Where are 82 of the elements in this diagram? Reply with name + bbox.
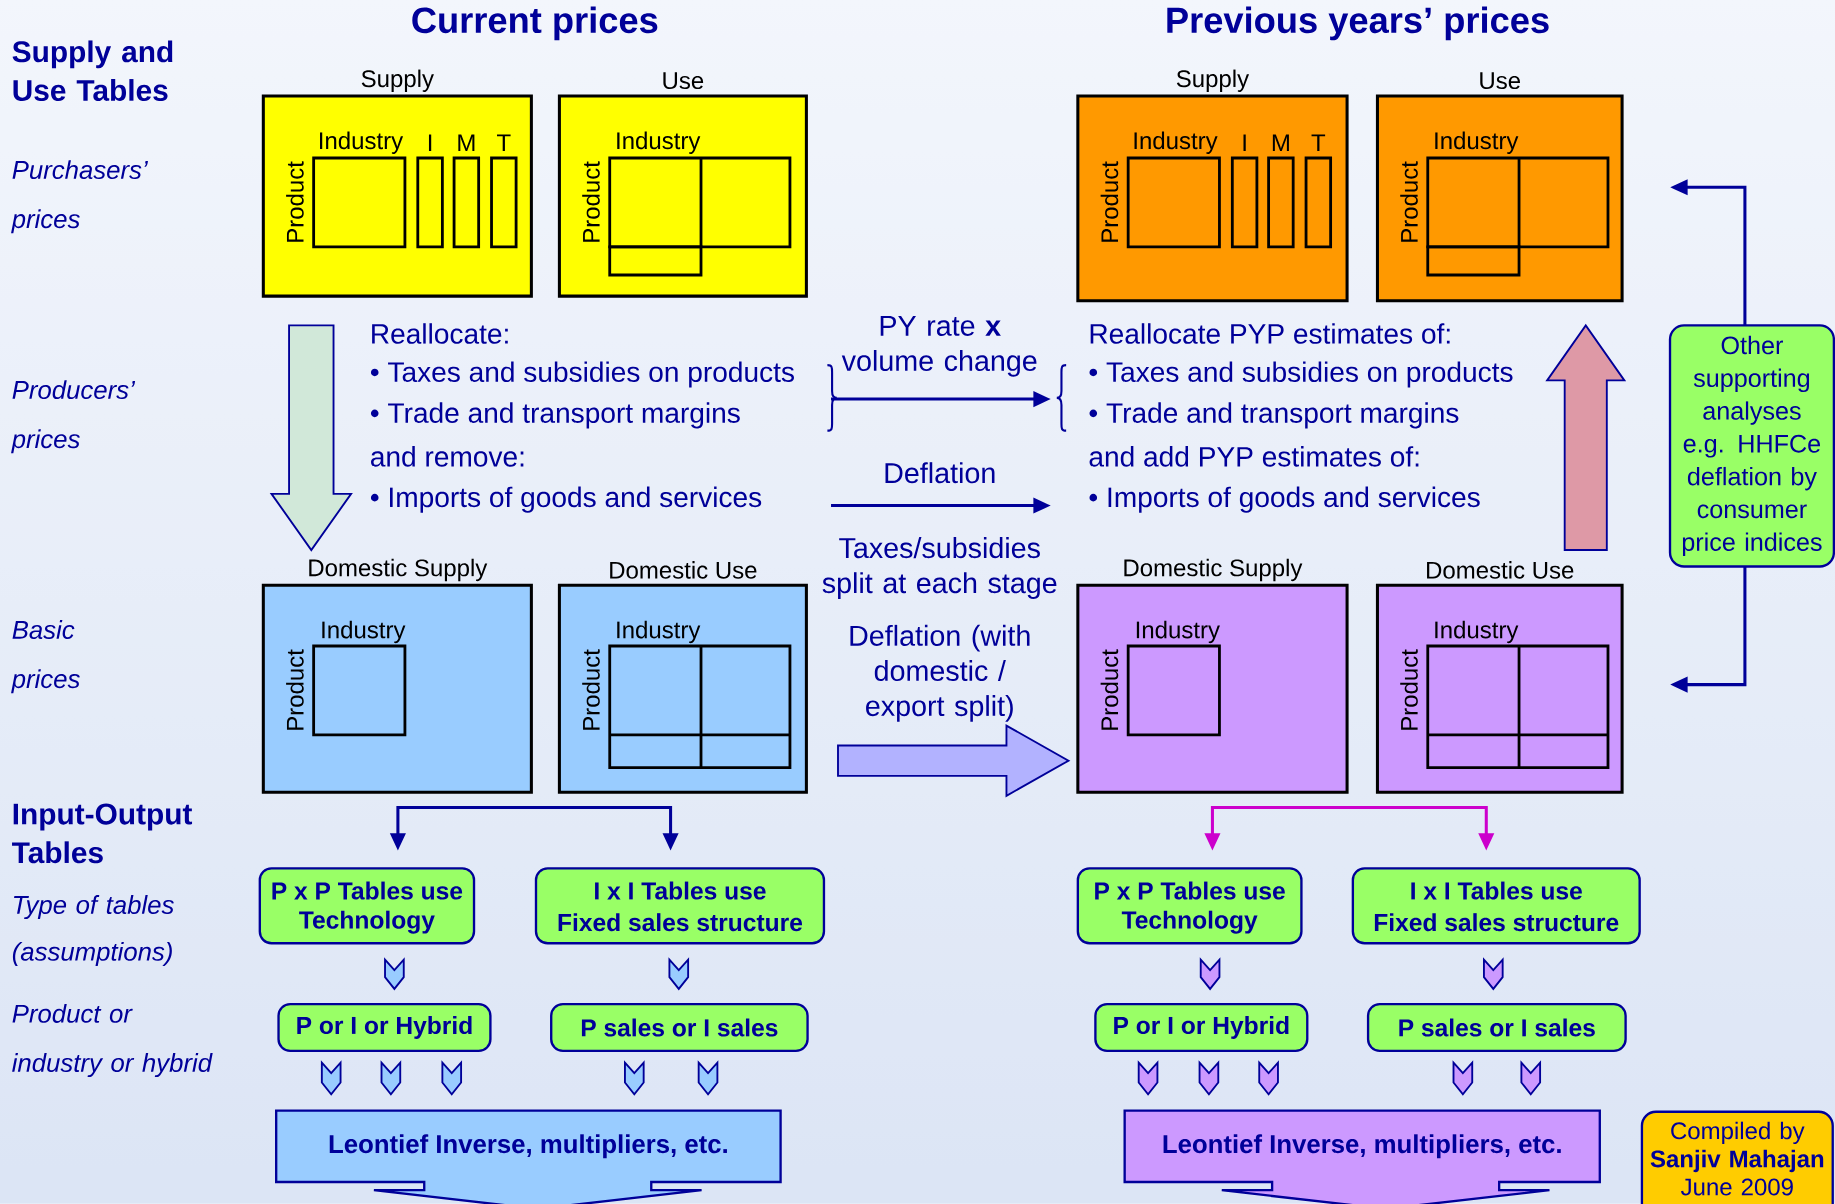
process-box: P or I or Hybrid [1094, 1002, 1309, 1052]
column-heading: Current prices [412, 6, 658, 41]
table-heading: Use [663, 72, 704, 89]
row-label: Product [1100, 649, 1119, 730]
row-label: Product [1400, 649, 1418, 730]
table-heading: Supply [361, 69, 434, 92]
list-item: • Trade and transport margins [370, 402, 740, 429]
list-item: • Taxes and subsidies on products [1089, 361, 1513, 388]
column-label: I [1243, 134, 1246, 151]
chevron-arrow [320, 1060, 342, 1096]
table-heading: Domestic Supply [309, 558, 488, 581]
block-arrow [837, 723, 1071, 798]
chevron-arrow [1520, 1060, 1542, 1096]
process-box: P or I or Hybrid [277, 1002, 492, 1052]
process-box: I x I Tables use Fixed sales structure [534, 867, 826, 945]
edge-label: Deflation (with domestic / export split) [850, 624, 1030, 722]
list-heading: and add PYP estimates of: [1089, 446, 1419, 467]
row-label: Product or industry or hybrid [12, 1003, 213, 1077]
chevron-arrow [697, 1060, 719, 1096]
process-box: P x P Tables use Technology [1076, 867, 1303, 945]
table-heading: Domestic Use [1427, 561, 1574, 579]
output-arrow-box: Leontief Inverse, multipliers, etc. [1123, 1109, 1601, 1204]
note: Taxes/subsidies split at each stage [822, 537, 1057, 599]
column-label: Industry [1136, 620, 1220, 644]
chevron-arrow [1198, 1060, 1220, 1096]
chevron-arrow [1452, 1060, 1474, 1096]
row-label: Product [286, 649, 304, 730]
list-item: • Taxes and subsidies on products [370, 361, 794, 388]
column-label: Industry [322, 620, 406, 644]
chevron-arrow [380, 1060, 402, 1096]
row-label: Product [286, 161, 304, 242]
block-arrow [269, 324, 353, 552]
row-label: Product [1400, 161, 1418, 242]
column-label: T [1311, 134, 1326, 151]
process-box: P x P Tables use Technology [258, 867, 476, 945]
chevron-arrow [1199, 957, 1221, 991]
list-heading: Reallocate: [372, 323, 508, 344]
row-label: Type of tables (assumptions) [12, 895, 174, 966]
list-item: • Imports of goods and services [1089, 486, 1480, 513]
column-label: M [1272, 134, 1289, 151]
credit-box: Compiled by Sanjiv Mahajan June 2009 [1640, 1110, 1834, 1204]
row-label: Purchasers’ prices [11, 160, 148, 234]
chevron-arrow [624, 1060, 645, 1096]
column-label: Industry [1134, 131, 1218, 154]
section-heading: Input-Output Tables [12, 803, 193, 864]
block-arrow [1545, 323, 1627, 551]
list-item: • Imports of goods and services [370, 486, 762, 513]
column-label: Industry [617, 131, 701, 154]
row-label: Product [582, 649, 600, 730]
chevron-arrow [1483, 957, 1504, 991]
process-box: P sales or I sales [1366, 1002, 1627, 1052]
edge-label: PY rate x volume change [841, 315, 1037, 377]
list-heading: Reallocate PYP estimates of: [1090, 323, 1450, 344]
column-label: Industry [617, 620, 701, 644]
list-item: • Trade and transport margins [1089, 402, 1459, 429]
edge-label: Deflation [885, 462, 995, 484]
output-arrow-box: Leontief Inverse, multipliers, etc. [275, 1109, 782, 1204]
row-label: Basic prices [11, 620, 80, 694]
column-heading: Previous years’ prices [1167, 6, 1549, 41]
column-label: M [458, 134, 475, 151]
row-label: Product [1100, 161, 1119, 242]
table-heading: Domestic Supply [1124, 558, 1303, 581]
row-label: Producers’ prices [11, 380, 136, 454]
note-box: Other supporting analyses e.g. HHFCe deflation by consumer price indices [1668, 324, 1835, 568]
row-label: Product [582, 161, 600, 242]
chevron-arrow [441, 1060, 463, 1096]
list-heading: and remove: [371, 446, 524, 467]
chevron-arrow [1137, 1060, 1159, 1096]
column-label: Industry [320, 131, 404, 154]
table-heading: Supply [1176, 69, 1250, 92]
table-heading: Domestic Use [610, 561, 757, 579]
column-label: Industry [1435, 131, 1519, 154]
process-box: I x I Tables use Fixed sales structure [1351, 867, 1641, 945]
column-label: Industry [1435, 620, 1519, 644]
column-label: I [428, 134, 432, 151]
chevron-arrow [1258, 1060, 1279, 1096]
chevron-arrow [384, 957, 405, 991]
process-box: P sales or I sales [550, 1002, 809, 1052]
chevron-arrow [668, 957, 690, 991]
column-label: T [497, 134, 511, 151]
section-heading: Supply and Use Tables [12, 40, 173, 101]
table-heading: Use [1480, 72, 1520, 89]
